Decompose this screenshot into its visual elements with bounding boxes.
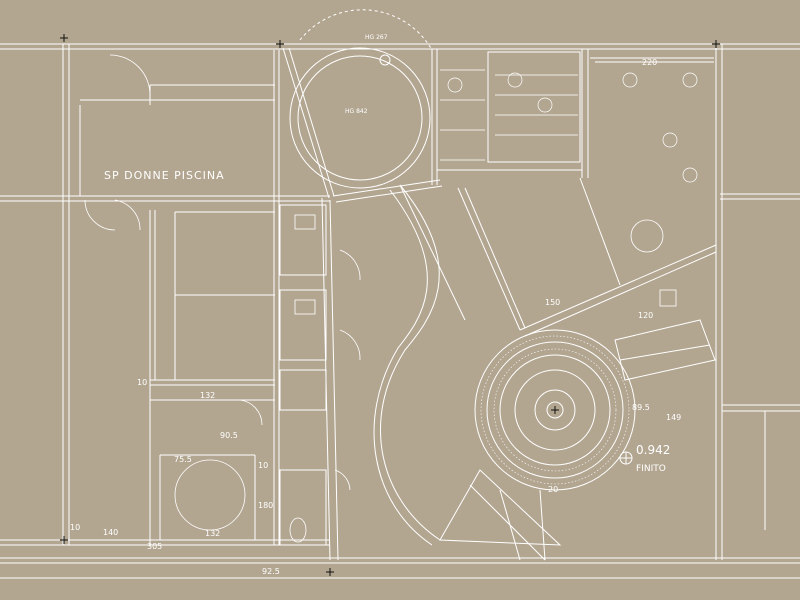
dim-149: 149 [666, 413, 681, 422]
dim-10-a: 10 [137, 378, 147, 387]
stair-hatch [480, 335, 630, 485]
fixtures [174, 214, 677, 543]
dim-305: 305 [147, 542, 162, 551]
doors [84, 54, 361, 491]
tag-hg-mid: HG 842 [345, 108, 368, 115]
dim-10-b: 10 [258, 461, 268, 470]
walls [0, 43, 800, 579]
dimension-markers [60, 34, 720, 576]
dim-220: 220 [642, 58, 657, 67]
dim-132-b: 132 [205, 529, 220, 538]
dim-75-5: 75.5 [174, 455, 192, 464]
furniture [440, 69, 698, 183]
spiral-stair [439, 319, 716, 561]
circular-room-top [289, 9, 433, 189]
dim-92-5: 92.5 [262, 567, 280, 576]
dim-10-c: 10 [70, 523, 80, 532]
dim-180: 180 [258, 501, 273, 510]
dim-89-5: 89.5 [632, 403, 650, 412]
level-marker [619, 451, 633, 465]
dim-132: 132 [200, 391, 215, 400]
level-caption: FINITO [636, 464, 666, 474]
tag-hg-top: HG 267 [365, 34, 388, 41]
dim-140: 140 [103, 528, 118, 537]
dim-150: 150 [545, 298, 560, 307]
dim-20: 20 [548, 485, 558, 494]
dim-90-5: 90.5 [220, 431, 238, 440]
dim-120: 120 [638, 311, 653, 320]
room-label: SP DONNE PISCINA [104, 169, 225, 182]
level-value: 0.942 [636, 443, 670, 457]
